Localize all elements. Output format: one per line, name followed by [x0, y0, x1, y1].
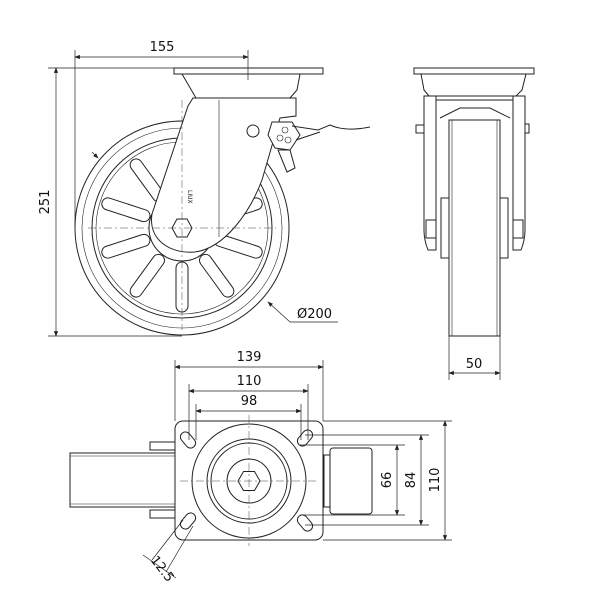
top-plate — [173, 67, 324, 75]
side-bolt-right — [524, 123, 530, 134]
brake-pedal-top — [329, 447, 373, 515]
hub-right — [499, 197, 509, 259]
dim-plate-length: 139 — [174, 350, 324, 421]
axle-nut-left — [425, 219, 437, 239]
wheel-spoke — [129, 253, 165, 298]
dim-plate-width-label: 110 — [428, 468, 443, 493]
side-view: 50 — [413, 67, 535, 380]
dim-diameter: Ø200 — [91, 151, 338, 323]
wheel-spoke — [101, 233, 151, 259]
dim-offset-label: 155 — [150, 40, 175, 55]
dim-plate-length-label: 139 — [237, 350, 262, 365]
dim-offset: 155 — [74, 40, 249, 228]
wheel-spoke — [199, 253, 235, 298]
hub-left — [440, 197, 450, 259]
fork-leg — [151, 97, 297, 253]
dim-plate-width: 110 — [323, 420, 452, 541]
fork: LIUX — [151, 67, 324, 253]
dim-hole-y-outer: 84 — [305, 434, 429, 526]
side-bearing — [420, 73, 527, 97]
bottom-wheel — [69, 452, 176, 508]
mounting-slots — [179, 429, 314, 532]
brake-pedal — [291, 124, 371, 131]
fork-tab-bottom — [149, 509, 176, 519]
side-fork-right — [512, 95, 526, 251]
dim-hole-spacing-outer-label: 110 — [237, 374, 262, 389]
fork-tab-top — [149, 441, 176, 451]
dim-height-label: 251 — [38, 190, 53, 215]
swivel-bearing — [181, 73, 301, 99]
bolt-icon — [246, 124, 260, 138]
dim-wheel-width-label: 50 — [466, 357, 483, 372]
dim-slot-label: 12.5 — [147, 553, 177, 585]
dim-wheel-width: 50 — [448, 336, 501, 380]
dim-diameter-label: Ø200 — [297, 307, 332, 322]
bottom-view: 139 110 98 66 84 110 — [69, 350, 452, 585]
dim-hole-y-inner: 66 — [300, 444, 405, 516]
brake — [267, 121, 371, 173]
wheel-spoke — [101, 197, 151, 223]
slot-top-left — [179, 431, 197, 449]
side-fork-left — [423, 95, 437, 251]
side-top-plate — [413, 67, 535, 75]
slot-bottom-left — [179, 512, 197, 530]
dim-hole-y-outer-label: 84 — [404, 472, 419, 489]
slot-bottom-right — [296, 514, 314, 532]
dim-height: 251 — [38, 67, 182, 337]
dim-hole-spacing-inner: 98 — [195, 394, 302, 440]
side-bolt-left — [415, 124, 425, 134]
dim-hole-y-inner-label: 66 — [380, 472, 395, 489]
front-view: LIUX 155 251 Ø200 — [38, 40, 371, 337]
brake-lever-lower — [277, 149, 296, 173]
side-wheel — [448, 119, 501, 337]
dim-hole-spacing-inner-label: 98 — [241, 394, 258, 409]
axle-nut-right — [512, 219, 524, 239]
dim-hole-spacing-outer: 110 — [188, 374, 309, 440]
logo: LIUX — [186, 190, 193, 204]
